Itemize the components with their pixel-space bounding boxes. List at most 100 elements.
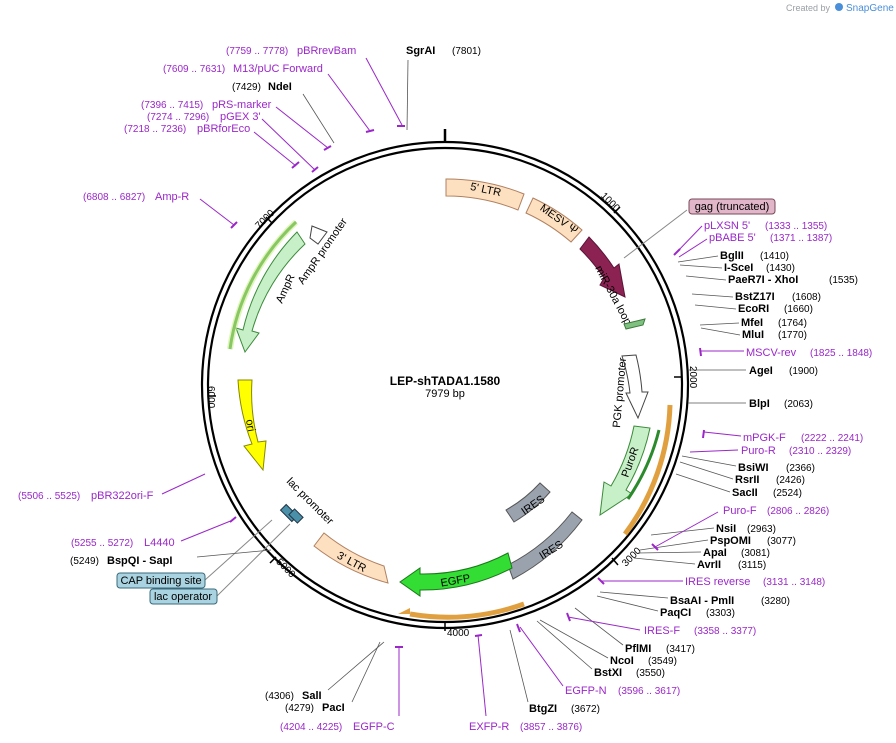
boxed-feature-labels: gag (truncated) CAP binding site lac ope… bbox=[116, 198, 776, 605]
feature-3ltr[interactable] bbox=[313, 532, 389, 584]
site-ecori[interactable]: EcoRI bbox=[738, 303, 769, 315]
leader-line bbox=[691, 293, 734, 298]
leader-line bbox=[365, 57, 403, 126]
primer-prs-marker[interactable]: pRS-marker bbox=[212, 99, 272, 111]
feature-mesv-psi[interactable] bbox=[525, 197, 583, 243]
ampr-orf-outer bbox=[227, 219, 299, 350]
site-i-scei[interactable]: I-SceI bbox=[724, 262, 753, 274]
site-apai-pos: (3081) bbox=[741, 548, 770, 559]
leader-line bbox=[216, 523, 291, 597]
primer-exfp-r[interactable]: EXFP-R bbox=[469, 721, 509, 733]
gag-truncated-box[interactable] bbox=[688, 198, 776, 215]
primer-mpgk-f[interactable]: mPGK-F bbox=[743, 432, 786, 444]
site-btgzi[interactable]: BtgZI bbox=[529, 703, 557, 715]
site-avrii-pos: (3115) bbox=[738, 560, 766, 571]
primer-pbrforeco-range: (7218 .. 7236) bbox=[124, 124, 186, 135]
primer-prs-marker-range: (7396 .. 7415) bbox=[141, 100, 203, 111]
site-paqci[interactable]: PaqCI bbox=[660, 607, 691, 619]
primer-mscv-rev[interactable]: MSCV-rev bbox=[746, 347, 797, 359]
primer-mark bbox=[597, 577, 605, 585]
primer-mark bbox=[673, 248, 681, 256]
primer-ires-reverse[interactable]: IRES reverse bbox=[685, 576, 750, 588]
site-pflmi[interactable]: PflMI bbox=[625, 643, 651, 655]
leader-line bbox=[678, 238, 708, 258]
credit-brand: SnapGene bbox=[846, 3, 894, 14]
site-sacii-pos: (2524) bbox=[773, 488, 802, 499]
leader-line bbox=[689, 449, 739, 453]
site-bsaai-pmli[interactable]: BsaAI - PmlI bbox=[670, 595, 734, 607]
feature-mir30a-arrow[interactable] bbox=[579, 236, 626, 298]
site-sacii[interactable]: SacII bbox=[732, 487, 758, 499]
primer-plxsn5[interactable]: pLXSN 5' bbox=[704, 220, 750, 232]
feature-egfp[interactable] bbox=[399, 552, 513, 597]
site-pspomi[interactable]: PspOMI bbox=[710, 535, 751, 547]
leader-line bbox=[204, 519, 273, 581]
site-avrii[interactable]: AvrII bbox=[697, 559, 721, 571]
primer-pgex3[interactable]: pGEX 3' bbox=[220, 111, 261, 123]
site-sgrai[interactable]: SgrAI bbox=[406, 45, 435, 57]
leader-line bbox=[681, 455, 737, 467]
feature-pgk-promoter[interactable] bbox=[621, 354, 649, 420]
leader-line bbox=[519, 626, 564, 687]
primer-exfp-r-range: (3857 .. 3876) bbox=[520, 722, 582, 733]
primer-pbr322ori-f[interactable]: pBR322ori-F bbox=[91, 490, 154, 502]
site-pspomi-pos: (3077) bbox=[767, 536, 796, 547]
site-btgzi-pos: (3672) bbox=[571, 704, 600, 715]
feature-5ltr[interactable] bbox=[445, 178, 525, 211]
lac-operator-box[interactable] bbox=[149, 588, 218, 605]
site-apai[interactable]: ApaI bbox=[703, 547, 727, 559]
site-mfei[interactable]: MfeI bbox=[741, 317, 763, 329]
primer-egfp-c[interactable]: EGFP-C bbox=[353, 721, 395, 733]
feature-ori[interactable] bbox=[237, 379, 267, 472]
primer-pbabe5[interactable]: pBABE 5' bbox=[709, 232, 756, 244]
tick-label: 6000 bbox=[205, 386, 216, 409]
primer-egfp-n[interactable]: EGFP-N bbox=[565, 685, 607, 697]
leader-line bbox=[327, 73, 371, 132]
site-bglii[interactable]: BglII bbox=[720, 250, 744, 262]
leader-line bbox=[599, 591, 669, 599]
primer-mscv-rev-range: (1825 .. 1848) bbox=[810, 348, 872, 359]
primer-mark bbox=[323, 145, 332, 151]
site-mlui[interactable]: MluI bbox=[742, 329, 764, 341]
puror-orf-bar bbox=[626, 429, 661, 500]
leader-line bbox=[406, 59, 409, 131]
site-paci[interactable]: PacI bbox=[322, 702, 345, 714]
feature-ampr[interactable] bbox=[235, 231, 306, 354]
primer-ires-f[interactable]: IRES-F bbox=[644, 625, 680, 637]
primer-mark bbox=[699, 347, 702, 357]
primer-amp-r[interactable]: Amp-R bbox=[155, 191, 189, 203]
site-bsiwi[interactable]: BsiWI bbox=[738, 462, 769, 474]
feature-ires-inner[interactable] bbox=[505, 482, 551, 523]
tick-label: 4000 bbox=[447, 628, 470, 639]
site-agei[interactable]: AgeI bbox=[749, 365, 773, 377]
feature-ires-outer[interactable] bbox=[507, 511, 583, 580]
cap-binding-site-box[interactable] bbox=[116, 572, 206, 589]
site-i-scei-pos: (1430) bbox=[766, 263, 795, 274]
site-pflmi-pos: (3417) bbox=[666, 644, 695, 655]
site-blpi[interactable]: BlpI bbox=[749, 398, 770, 410]
site-ndei[interactable]: NdeI bbox=[268, 81, 292, 93]
leader-line bbox=[539, 619, 609, 659]
leader-line bbox=[679, 461, 734, 480]
site-bglii-pos: (1410) bbox=[760, 251, 789, 262]
site-bspqi-sapi[interactable]: BspQI - SapI bbox=[107, 555, 172, 567]
site-bstz17i[interactable]: BstZ17I bbox=[735, 291, 775, 303]
primer-mark bbox=[474, 634, 483, 637]
primer-l4440[interactable]: L4440 bbox=[144, 537, 175, 549]
site-sgrai-pos: (7801) bbox=[452, 46, 481, 57]
feature-puror[interactable] bbox=[599, 425, 651, 517]
site-paqci-pos: (3303) bbox=[706, 608, 735, 619]
site-sali[interactable]: SalI bbox=[302, 690, 322, 702]
primer-amp-r-range: (6808 .. 6827) bbox=[83, 192, 145, 203]
primer-pbrrevbam[interactable]: pBRrevBam bbox=[297, 45, 356, 57]
feature-ampr-promoter[interactable] bbox=[309, 225, 328, 245]
site-rsrii[interactable]: RsrII bbox=[735, 474, 759, 486]
primer-puro-f[interactable]: Puro-F bbox=[723, 505, 757, 517]
primer-m13puc-forward[interactable]: M13/pUC Forward bbox=[233, 63, 323, 75]
site-paer7i-xhoi[interactable]: PaeR7I - XhoI bbox=[728, 274, 798, 286]
site-nsii[interactable]: NsiI bbox=[716, 523, 736, 535]
site-bstxi[interactable]: BstXI bbox=[594, 667, 622, 679]
site-ncoi[interactable]: NcoI bbox=[610, 655, 634, 667]
primer-pbrforeco[interactable]: pBRforEco bbox=[197, 123, 250, 135]
primer-puro-r[interactable]: Puro-R bbox=[741, 445, 776, 457]
